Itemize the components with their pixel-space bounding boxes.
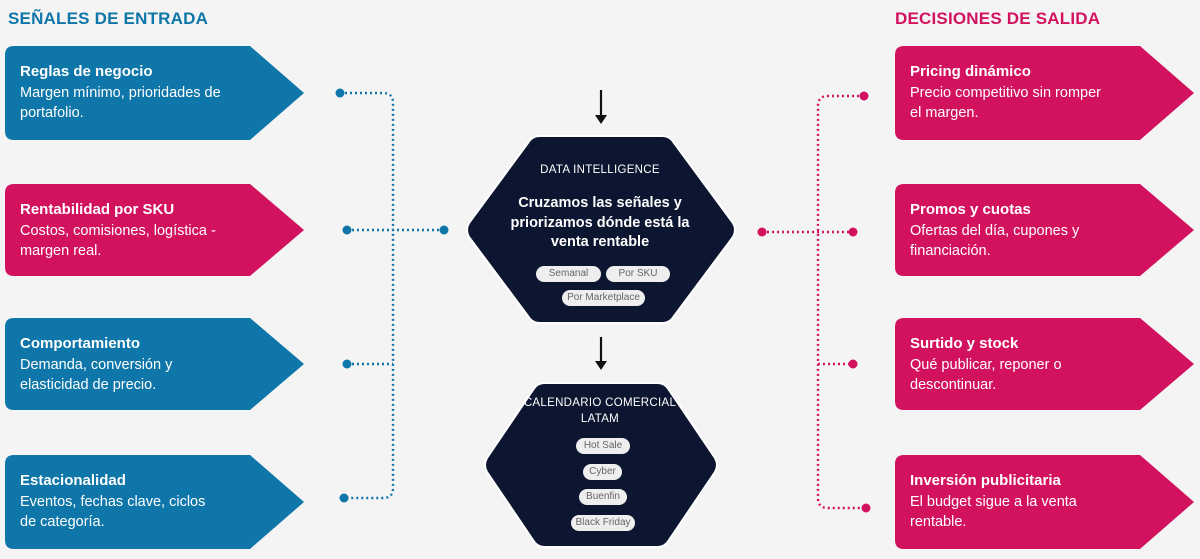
output-card-shape: [895, 46, 1194, 140]
card-title: Reglas de negocio: [20, 63, 153, 80]
input-card-shape: [5, 46, 304, 140]
input-connectors: [340, 91, 444, 500]
input-card-shape: [5, 184, 304, 276]
card-description: Precio competitivo sin romper el margen.: [910, 85, 1101, 121]
card-description: Qué publicar, reponer o descontinuar.: [910, 357, 1062, 393]
input-card-shape: [5, 455, 304, 549]
card-title: Estacionalidad: [20, 472, 126, 489]
output-card-dynamic-pricing: Pricing dinámico Precio competitivo sin …: [895, 46, 1195, 140]
calendar-label: CALENDARIO COMERCIAL LATAM: [523, 397, 677, 425]
input-card-behavior: Comportamiento Demanda, conversión y ela…: [5, 318, 305, 412]
event-pill: Hot Sale: [576, 438, 630, 454]
input-card-business-rules: Reglas de negocio Margen mínimo, priorid…: [5, 46, 305, 140]
card-description: Costos, comisiones, logística - margen r…: [20, 223, 216, 259]
input-connector-dots: [335, 88, 449, 503]
card-title: Rentabilidad por SKU: [20, 201, 175, 218]
tag-pill: Por Marketplace: [562, 290, 645, 306]
card-title: Inversión publicitaria: [910, 472, 1061, 489]
output-card-promos: Promos y cuotas Ofertas del día, cupones…: [895, 184, 1195, 278]
inputs-heading: SEÑALES DE ENTRADA: [8, 9, 209, 28]
engine-label: DATA INTELLIGENCE: [540, 164, 660, 176]
card-description: Margen mínimo, prioridades de portafolio…: [20, 85, 221, 121]
card-description: Demanda, conversión y elasticidad de pre…: [20, 357, 173, 393]
tag-pill: Semanal: [536, 266, 601, 282]
card-description: Eventos, fechas clave, ciclos de categor…: [20, 494, 206, 530]
event-pill: Cyber: [583, 464, 622, 480]
output-connector-dots: [757, 91, 871, 513]
outputs-heading: DECISIONES DE SALIDA: [895, 9, 1101, 28]
output-card-shape: [895, 318, 1194, 410]
engine-title: Cruzamos las señales y priorizamos dónde…: [510, 195, 690, 250]
down-arrow-icon: [595, 90, 607, 124]
input-card-sku-profitability: Rentabilidad por SKU Costos, comisiones,…: [5, 184, 305, 278]
card-description: Ofertas del día, cupones y financiación.: [910, 223, 1080, 259]
output-card-ad-investment: Inversión publicitaria El budget sigue a…: [895, 455, 1195, 549]
card-title: Comportamiento: [20, 335, 140, 352]
output-connectors: [762, 94, 866, 510]
output-card-shape: [895, 455, 1194, 549]
event-pill: Buenfin: [579, 489, 627, 505]
card-title: Pricing dinámico: [910, 63, 1031, 80]
input-card-seasonality: Estacionalidad Eventos, fechas clave, ci…: [5, 455, 305, 549]
card-description: El budget sigue a la venta rentable.: [910, 494, 1077, 530]
tag-pill: Por SKU: [606, 266, 670, 282]
card-title: Promos y cuotas: [910, 201, 1031, 218]
down-arrow-icon: [595, 337, 607, 370]
input-card-shape: [5, 318, 304, 410]
event-pill: Black Friday: [571, 515, 635, 531]
card-title: Surtido y stock: [910, 335, 1019, 352]
output-card-assortment: Surtido y stock Qué publicar, reponer o …: [895, 318, 1195, 412]
output-card-shape: [895, 184, 1194, 276]
